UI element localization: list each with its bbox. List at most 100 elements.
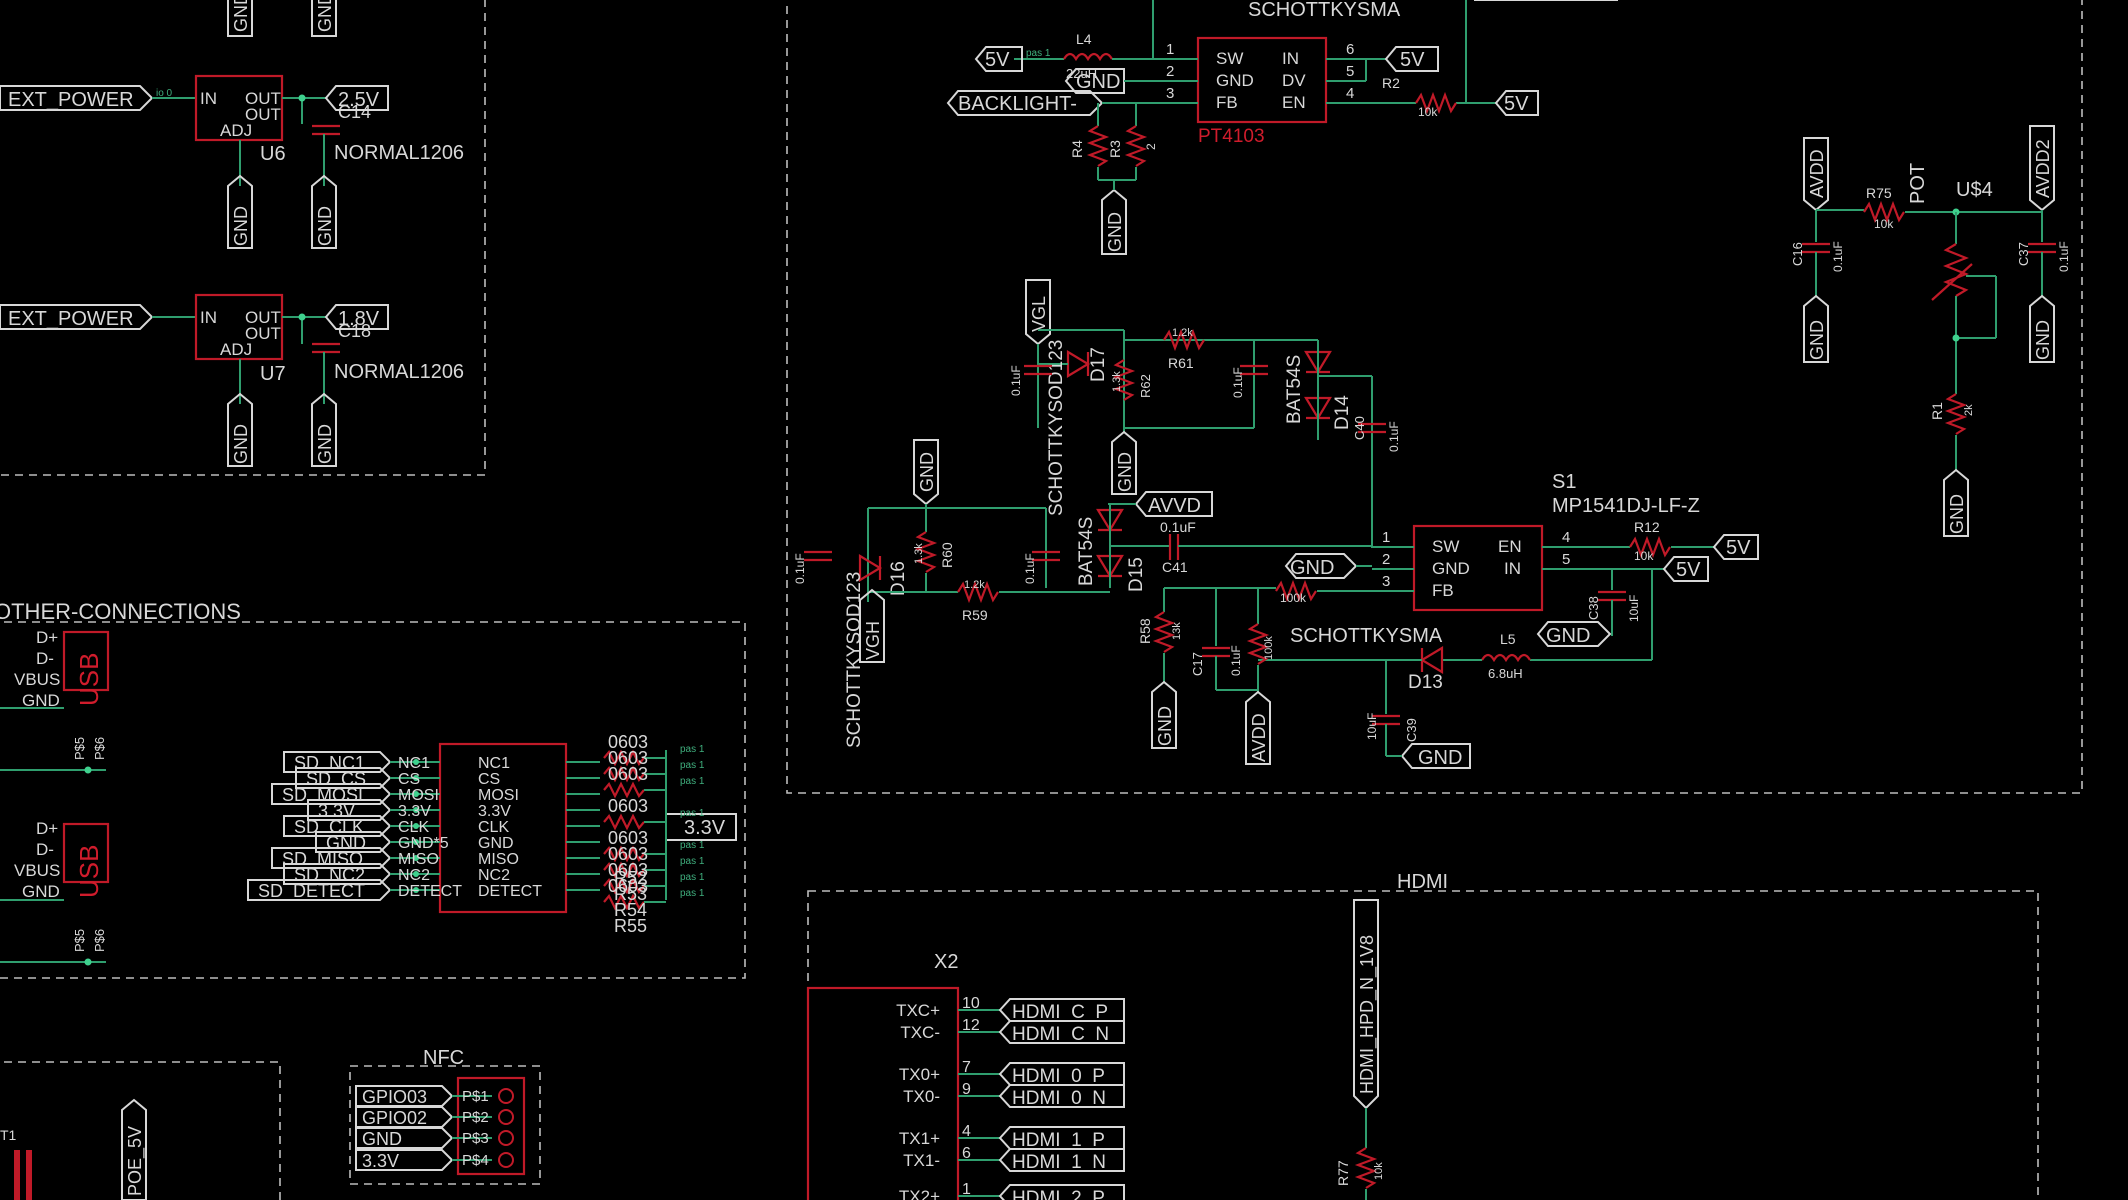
pullup-resistor[interactable] — [603, 861, 645, 879]
pullup-resistor[interactable] — [603, 749, 645, 767]
net-port-ext-power[interactable] — [0, 304, 154, 330]
net-port-nfc[interactable] — [355, 1085, 454, 1107]
part-label: MP1541DJ-LF-Z — [1552, 495, 1700, 517]
resistor-r4[interactable] — [1086, 125, 1110, 167]
net-port-gnd[interactable] — [227, 392, 253, 467]
net-port-sd[interactable] — [271, 847, 392, 869]
net-port-sd[interactable] — [283, 751, 392, 773]
net-port-5v[interactable] — [974, 46, 1023, 72]
net-port-hdmi[interactable] — [998, 1062, 1125, 1086]
net-port-gnd[interactable] — [913, 439, 939, 506]
net-port-ext-power[interactable] — [0, 85, 154, 111]
usb-connector-1[interactable]: USB D+ D- VBUS GND P$5 P$6 — [0, 628, 110, 774]
usb-connector-2[interactable]: USB D+ D- VBUS GND P$5 P$6 — [0, 819, 110, 966]
ldo-u6[interactable]: EXT_POWER io 0 IN OUT OUT ADJ 2.5V C14 N… — [0, 74, 464, 249]
backlight-driver[interactable]: SCHOTTKYSMA PT4103 SW GND FB IN DV EN 1 … — [946, 0, 1618, 255]
net-port-1v8[interactable] — [324, 304, 389, 330]
net-port-hdmi[interactable] — [998, 1084, 1125, 1108]
net-label: HDMI_HPD_N_1V8 — [1357, 935, 1378, 1094]
net-port-5v[interactable] — [1662, 556, 1709, 582]
resistor-r2[interactable] — [1415, 91, 1457, 115]
ldo-u7[interactable]: EXT_POWER IN OUT OUT ADJ 1.8V C18 NORMAL… — [0, 293, 464, 467]
net-port-gnd[interactable] — [227, 174, 253, 249]
net-port-sd[interactable] — [283, 815, 392, 837]
net-port-gnd[interactable] — [1803, 294, 1829, 363]
net-port-sd[interactable] — [271, 783, 392, 805]
net-port-poe-5v[interactable] — [121, 1098, 147, 1200]
net-port-gnd-top[interactable] — [311, 0, 337, 37]
pullup-resistor[interactable] — [603, 813, 645, 831]
net-port-vgl[interactable] — [1025, 279, 1051, 346]
net-port-avvd[interactable] — [1134, 491, 1213, 517]
nfc-connector-body[interactable] — [456, 1076, 526, 1176]
net-port-gnd[interactable] — [1111, 430, 1137, 495]
pullup-resistor[interactable] — [603, 845, 645, 863]
net-port-vgh[interactable] — [859, 588, 885, 663]
net-port-avdd[interactable] — [1803, 137, 1829, 212]
diode-d13[interactable] — [1419, 646, 1444, 674]
net-port-5v[interactable] — [1712, 534, 1759, 560]
resistor-r12[interactable] — [1629, 535, 1671, 559]
resistor-r62[interactable] — [1112, 359, 1136, 401]
net-port-gnd[interactable] — [311, 174, 337, 249]
net-port-5v[interactable] — [1384, 46, 1439, 72]
net-port-gnd[interactable] — [2029, 294, 2055, 363]
pullup-resistor[interactable] — [603, 893, 645, 911]
resistor-r57[interactable] — [1246, 623, 1270, 665]
net-port-nfc[interactable] — [355, 1149, 454, 1171]
net-port-sd[interactable] — [247, 879, 392, 901]
inductor-l4[interactable] — [1063, 52, 1113, 62]
net-port-avdd[interactable] — [1245, 690, 1271, 765]
poe-block[interactable]: POE_5V T1 — [0, 1098, 147, 1200]
net-port-hdmi[interactable] — [998, 1148, 1125, 1172]
net-port-hdmi[interactable] — [998, 998, 1125, 1022]
charge-pump[interactable]: VGL D17 SCHOTTKYSOD123 0.1uF R62 1.3k R6… — [793, 279, 1401, 748]
net-port-hdmi[interactable] — [998, 1126, 1125, 1150]
value-label: 1.2k — [1172, 327, 1193, 339]
usb-connector-body[interactable] — [62, 822, 110, 884]
net-port-avdd2[interactable] — [2029, 125, 2055, 212]
pullup-resistor[interactable] — [603, 765, 645, 783]
pin-number: 4 — [1562, 529, 1570, 546]
net-port-hdmi-hpd[interactable] — [1353, 899, 1379, 1110]
diode-d17[interactable] — [1066, 350, 1091, 378]
diode-d16[interactable] — [858, 554, 883, 582]
ref-label: L5 — [1500, 631, 1516, 647]
net-label: AVDD — [1807, 149, 1827, 198]
sd-card-body[interactable] — [438, 742, 568, 914]
net-port-2v5[interactable] — [324, 85, 389, 111]
resistor-r58[interactable] — [1152, 611, 1176, 653]
net-port-gnd[interactable] — [1400, 743, 1471, 769]
net-port-gnd[interactable] — [311, 392, 337, 467]
pot-block[interactable]: AVDD AVDD2 R75 10k POT U$4 R1 2k GND C16… — [1790, 125, 2071, 537]
resistor-r3[interactable] — [1124, 125, 1148, 167]
inductor-l5[interactable] — [1481, 653, 1531, 663]
resistor-fb[interactable] — [1275, 579, 1317, 603]
resistor-r60[interactable] — [914, 531, 938, 573]
net-port-nfc[interactable] — [355, 1127, 454, 1149]
pullup-resistor[interactable] — [603, 781, 645, 799]
pullup-resistor[interactable] — [603, 877, 645, 895]
usb-connector-body[interactable] — [62, 630, 110, 692]
resistor-r59[interactable] — [957, 580, 999, 604]
net-port-gnd-top[interactable] — [227, 0, 253, 37]
net-port-gnd[interactable] — [1101, 188, 1127, 255]
resistor-r1[interactable] — [1944, 393, 1968, 435]
potentiometer[interactable] — [1943, 243, 1969, 297]
net-port-hdmi[interactable] — [998, 1020, 1125, 1044]
boost-converter[interactable]: S1 MP1541DJ-LF-Z SW GND FB EN IN 1 2 3 4… — [1137, 471, 1759, 769]
net-port-gnd[interactable] — [1536, 621, 1612, 647]
resistor-r75[interactable] — [1863, 200, 1905, 224]
hdmi-connector-body[interactable] — [806, 986, 960, 1200]
resistor-r61[interactable] — [1163, 328, 1205, 352]
net-port-gnd[interactable] — [1943, 468, 1969, 537]
resistor-r77[interactable] — [1354, 1147, 1378, 1189]
net-port-gnd[interactable] — [1151, 680, 1177, 749]
net-port-5v[interactable] — [1494, 90, 1539, 116]
net-port-nfc[interactable] — [355, 1106, 454, 1128]
net-port-hdmi[interactable] — [998, 1184, 1125, 1200]
